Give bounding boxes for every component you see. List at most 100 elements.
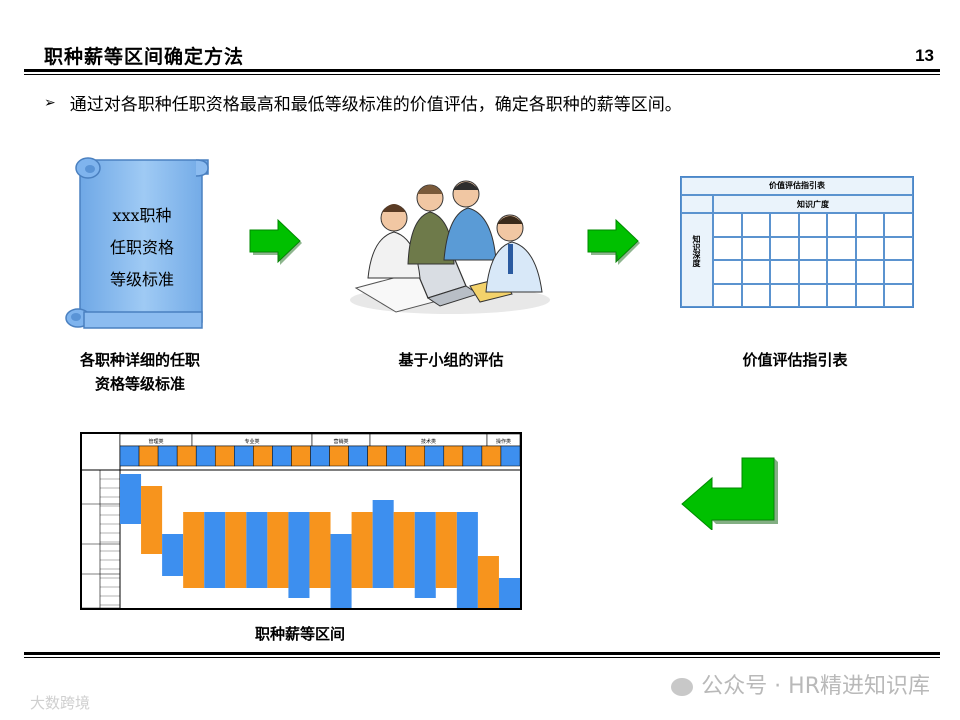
value-guide-table: 价值评估指引表 知识广度 知识深度 (680, 176, 914, 308)
guide-table-cell (884, 260, 913, 284)
caption-step1: 各职种详细的任职 资格等级标准 (50, 348, 230, 396)
page-number: 13 (915, 46, 934, 65)
guide-table-cell (855, 213, 885, 237)
slide-title: 职种薪等区间确定方法 (44, 46, 245, 68)
chart-subheader-cell (405, 445, 426, 467)
chart-subheader-cell (348, 445, 368, 467)
chart-subheader-cell (234, 445, 254, 467)
guide-table-corner (681, 195, 713, 213)
chart-group-header-label: 操作类 (496, 438, 511, 445)
scroll-text: xxx职种 任职资格 等级标准 (82, 200, 202, 296)
guide-table-cell (827, 283, 856, 307)
chart-band-bar (288, 512, 310, 598)
caption-step2: 基于小组的评估 (398, 351, 504, 369)
guide-table-side-cell (681, 213, 713, 307)
chart-band-bar (372, 500, 394, 588)
chart-band-bar (204, 512, 226, 588)
guide-table-cell (855, 236, 885, 260)
title-underline-thin (24, 74, 940, 75)
caption-step3: 价值评估指引表 (742, 351, 848, 369)
guide-table-cell (798, 260, 828, 284)
chart-band-bar (477, 556, 499, 608)
guide-table-cell (741, 260, 771, 284)
scroll-line-1: xxx职种 (112, 206, 172, 225)
chart-subheader-cell (138, 445, 159, 467)
guide-table-cell (827, 236, 856, 260)
chart-subheader-cell (176, 445, 197, 467)
title-underline-thick (24, 69, 940, 72)
green-return-arrow-icon (681, 457, 778, 530)
footer-line-thick (24, 652, 940, 655)
chart-band-bar (414, 512, 436, 598)
guide-table-side: 知识深度 (692, 235, 702, 267)
chart-band-bar (393, 512, 415, 588)
chart-subheader-cell (386, 445, 406, 467)
team-meeting-illustration (350, 180, 550, 314)
guide-table-cell (855, 283, 885, 307)
guide-table-cell (741, 236, 771, 260)
green-arrow-right-icon-2 (587, 218, 640, 265)
chart-subheader-cell (253, 445, 273, 467)
chart-subheader-cell (329, 445, 349, 467)
chart-band-bar (246, 512, 268, 588)
guide-table-subheader-cell (713, 195, 913, 213)
green-arrow-right-icon (249, 218, 302, 265)
chart-subheader-cell (119, 445, 140, 467)
guide-table-cell (713, 213, 742, 237)
chart-band-bar (162, 534, 184, 576)
guide-table-cell (798, 236, 828, 260)
bullet-item: ➢ 通过对各职种任职资格最高和最低等级标准的价值评估，确定各职种的薪等区间。 (44, 90, 682, 116)
chart-band-bar (351, 512, 373, 588)
chart-subheader-cell (214, 445, 235, 467)
guide-table-title: 价值评估指引表 (769, 180, 825, 190)
scroll-icon (65, 157, 209, 329)
salary-band-svg: 管理类专业类营销类技术类操作类 (82, 433, 521, 609)
chart-subheader-cell (481, 445, 502, 467)
watermark-left: 大数跨境 (30, 694, 91, 712)
scroll-line-3: 等级标准 (109, 270, 174, 289)
guide-table-cell (884, 283, 913, 307)
guide-table-cell (798, 283, 828, 307)
chart-band-bar (141, 486, 163, 554)
chart-band-bar (183, 512, 205, 588)
chart-group-header-label: 管理类 (148, 438, 163, 445)
bullet-arrow-icon: ➢ (44, 94, 56, 111)
chart-subheader-cell (462, 445, 483, 467)
guide-table-title-cell (681, 177, 913, 195)
chart-subheader-cell (195, 445, 216, 467)
chart-band-bar (120, 474, 142, 524)
chart-band-bar (456, 512, 478, 608)
chart-band-bar (498, 578, 520, 608)
chart-subheader-cell (291, 445, 311, 467)
guide-table-cell (855, 260, 885, 284)
wechat-icon (671, 678, 694, 696)
guide-table-cell (884, 213, 913, 237)
chart-band-bar (225, 512, 247, 588)
chart-subheader-cell (272, 445, 292, 467)
guide-table-subheader: 知识广度 (797, 199, 829, 209)
chart-subheader-cell (443, 445, 464, 467)
footer-line-thin (24, 657, 940, 658)
chart-subheader-cell (367, 445, 387, 467)
caption-step4: 职种薪等区间 (254, 625, 345, 643)
guide-table-cell (770, 260, 799, 284)
chart-subheader-cell (500, 445, 521, 467)
chart-band-bar (330, 534, 352, 608)
chart-subheader-cell (157, 445, 178, 467)
chart-group-header-label: 技术类 (421, 438, 436, 445)
guide-table-cell (827, 213, 856, 237)
chart-band-bar (435, 512, 457, 588)
guide-table-cell (770, 236, 799, 260)
watermark-text: 公众号 · HR精进知识库 (671, 668, 930, 700)
chart-subheader-cell (424, 445, 445, 467)
chart-group-header-label: 专业类 (244, 438, 259, 445)
guide-table-cell (884, 236, 913, 260)
scroll-line-2: 任职资格 (109, 238, 174, 257)
guide-table-cell (770, 213, 799, 237)
guide-table-cell (741, 283, 771, 307)
caption-step1-line1: 各职种详细的任职 (79, 351, 200, 369)
chart-subheader-cell (310, 445, 330, 467)
guide-table-cell (770, 283, 799, 307)
watermark-label: 公众号 · HR精进知识库 (701, 674, 930, 699)
chart-band-bar (309, 512, 331, 588)
